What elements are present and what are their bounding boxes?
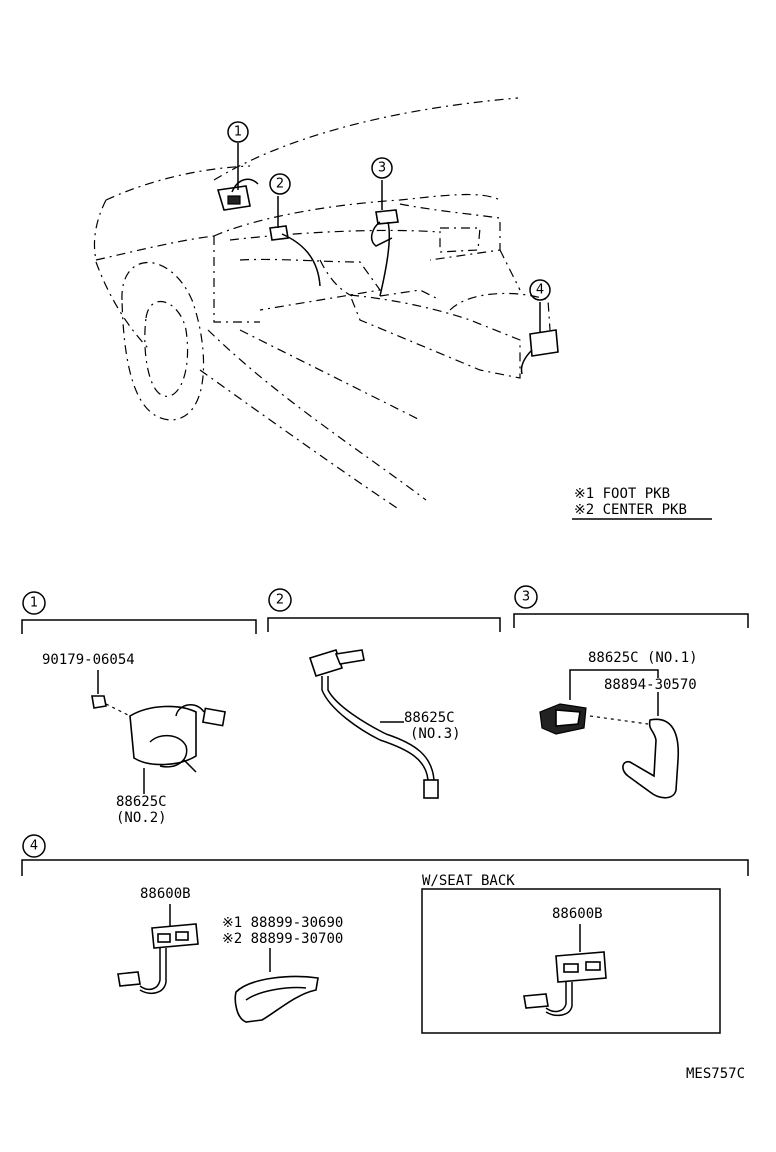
section-1: 1 90179-06054 88625C (NO.2) [21,591,257,826]
svg-text:1: 1 [30,596,38,611]
s4-part-b2-label: ※2 88899-30700 [222,931,343,947]
s3-part-b-label: 88894-30570 [604,677,697,693]
s2-part-a-label: 88625C [404,710,455,726]
svg-text:3: 3 [378,161,386,176]
svg-text:1: 1 [234,125,242,140]
legend: ※1 FOOT PKB ※2 CENTER PKB [572,486,712,520]
s1-part-a-label: 90179-06054 [42,652,135,668]
car-part-3 [370,180,399,297]
car-part-1 [216,143,259,211]
callout-3: 3 [371,157,393,179]
svg-text:4: 4 [30,839,38,854]
section-2: 2 88625C (NO.3) [267,588,501,799]
inset-seat-back: W/SEAT BACK 88600B [421,873,721,1034]
s1-part-b-label: 88625C [116,794,167,810]
callout-2: 2 [269,173,291,195]
s2-part-a-note: (NO.3) [410,726,461,742]
figure-code: MES757C [686,1066,745,1082]
legend-line-1: ※1 FOOT PKB [574,486,670,502]
inset-part-label: 88600B [552,906,603,922]
s3-part-a-label: 88625C (NO.1) [588,650,698,666]
section-3: 3 88625C (NO.1) 88894-30570 [513,585,749,799]
svg-text:2: 2 [276,177,284,192]
s4-part-b1-label: ※1 88899-30690 [222,915,343,931]
svg-text:2: 2 [276,593,284,608]
s4-part-a-label: 88600B [140,886,191,902]
section-4: 4 88600B ※1 88899-30690 ※2 88899-30700 W… [21,834,749,1034]
s1-part-b-note: (NO.2) [116,810,167,826]
inset-title: W/SEAT BACK [422,873,515,889]
car-part-2 [269,196,321,287]
svg-text:3: 3 [522,590,530,605]
car-overview [93,97,551,511]
legend-line-2: ※2 CENTER PKB [574,502,687,518]
callout-1: 1 [227,121,249,143]
callout-4: 4 [529,279,551,301]
svg-text:4: 4 [536,283,544,298]
car-part-4 [520,302,559,375]
